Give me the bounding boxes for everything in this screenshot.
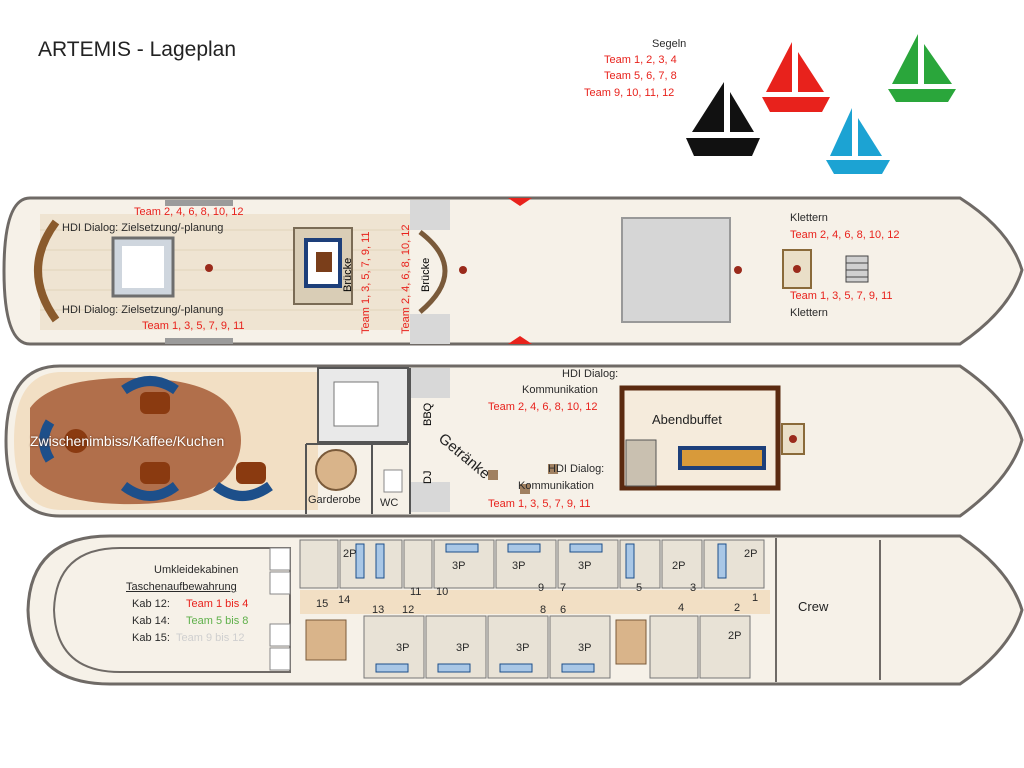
berth-label: 3P <box>512 560 526 572</box>
berth-label: 2P <box>343 548 357 560</box>
climb-bottom-teams: Team 1, 3, 5, 7, 9, 11 <box>790 290 893 302</box>
hdi-bottom-label: HDI Dialog: Zielsetzung/-planung <box>62 304 224 316</box>
cabin-number: 4 <box>678 602 685 614</box>
climb-top-teams: Team 2, 4, 6, 8, 10, 12 <box>790 229 900 241</box>
berth-label: 3P <box>578 560 592 572</box>
sailboat-blue-icon <box>826 108 890 174</box>
hdi-comm-bottom-label-2: Kommunikation <box>518 480 594 492</box>
hdi-top-teams: Team 2, 4, 6, 8, 10, 12 <box>134 206 244 218</box>
cabin-number: 10 <box>436 586 449 598</box>
bridge-1-label: Brücke <box>342 257 354 292</box>
sailing-group-1: Team 1, 2, 3, 4 <box>604 54 677 66</box>
berth-label: 3P <box>396 642 410 654</box>
hdi-comm-top-teams: Team 2, 4, 6, 8, 10, 12 <box>488 401 598 413</box>
cabin-number: 3 <box>690 582 697 594</box>
changing-rooms-label: Umkleidekabinen <box>154 564 239 576</box>
cabin-number: 2 <box>734 602 741 614</box>
sailing-group-2: Team 5, 6, 7, 8 <box>604 70 677 82</box>
sailboat-red-icon <box>762 42 830 112</box>
bridge-2-label: Brücke <box>420 257 432 292</box>
bridge-1-teams: Team 1, 3, 5, 7, 9, 11 <box>360 231 372 334</box>
hdi-comm-bottom-teams: Team 1, 3, 5, 7, 9, 11 <box>488 498 591 510</box>
hdi-comm-bottom-label: HDI Dialog: <box>548 463 605 475</box>
cabin-14-label: Kab 14: <box>132 615 170 627</box>
sailing-heading: Segeln <box>652 38 687 50</box>
berth-label: 3P <box>516 642 530 654</box>
cloakroom-label: Garderobe <box>308 494 361 506</box>
cabin-number: 8 <box>540 604 547 616</box>
cabin-number: 5 <box>636 582 643 594</box>
berth-label: 3P <box>452 560 466 572</box>
crew-label: Crew <box>798 599 829 614</box>
cabin-15-label: Kab 15: <box>132 632 170 644</box>
cabin-number: 14 <box>338 594 351 606</box>
cabin-number: 6 <box>560 604 567 616</box>
cabin-number: 11 <box>410 586 422 598</box>
climb-bottom-label: Klettern <box>790 307 828 319</box>
hdi-top-label: HDI Dialog: Zielsetzung/-planung <box>62 222 224 234</box>
dj-label: DJ <box>422 470 434 484</box>
berth-label: 2P <box>672 560 686 572</box>
cabin-15-team: Team 9 bis 12 <box>176 632 245 644</box>
hdi-bottom-teams: Team 1, 3, 5, 7, 9, 11 <box>142 320 245 332</box>
bbq-label: BBQ <box>422 402 434 426</box>
lower-deck <box>26 534 1024 686</box>
cabin-number: 13 <box>372 604 385 616</box>
buffet-label: Abendbuffet <box>652 412 722 427</box>
wc-label: WC <box>380 497 399 509</box>
berth-label: 2P <box>744 548 758 560</box>
snack-area-label: Zwischenimbiss/Kaffee/Kuchen <box>30 433 225 449</box>
hdi-comm-top-label: HDI Dialog: <box>562 368 619 380</box>
cabin-number: 7 <box>560 582 567 594</box>
middle-deck <box>4 364 1024 518</box>
berth-label: 3P <box>456 642 470 654</box>
berth-label: 2P <box>728 630 742 642</box>
climb-top-label: Klettern <box>790 212 828 224</box>
cabin-number: 15 <box>316 598 329 610</box>
bag-storage-label: Taschenaufbewahrung <box>126 581 237 593</box>
cabin-number: 12 <box>402 604 415 616</box>
bridge-2-teams: Team 2, 4, 6, 8, 10, 12 <box>400 224 412 334</box>
cabin-14-team: Team 5 bis 8 <box>186 615 249 627</box>
sailboat-black-icon <box>686 82 760 156</box>
page-title: ARTEMIS - Lageplan <box>38 38 237 61</box>
cabin-number: 9 <box>538 582 545 594</box>
cabin-number: 1 <box>752 592 759 604</box>
top-deck <box>2 196 1024 346</box>
sailboat-green-icon <box>888 34 956 102</box>
hdi-comm-top-label-2: Kommunikation <box>522 384 598 396</box>
berth-label: 3P <box>578 642 592 654</box>
sailing-group-3: Team 9, 10, 11, 12 <box>584 87 675 99</box>
cabin-12-label: Kab 12: <box>132 598 170 610</box>
cabin-12-team: Team 1 bis 4 <box>186 598 249 610</box>
